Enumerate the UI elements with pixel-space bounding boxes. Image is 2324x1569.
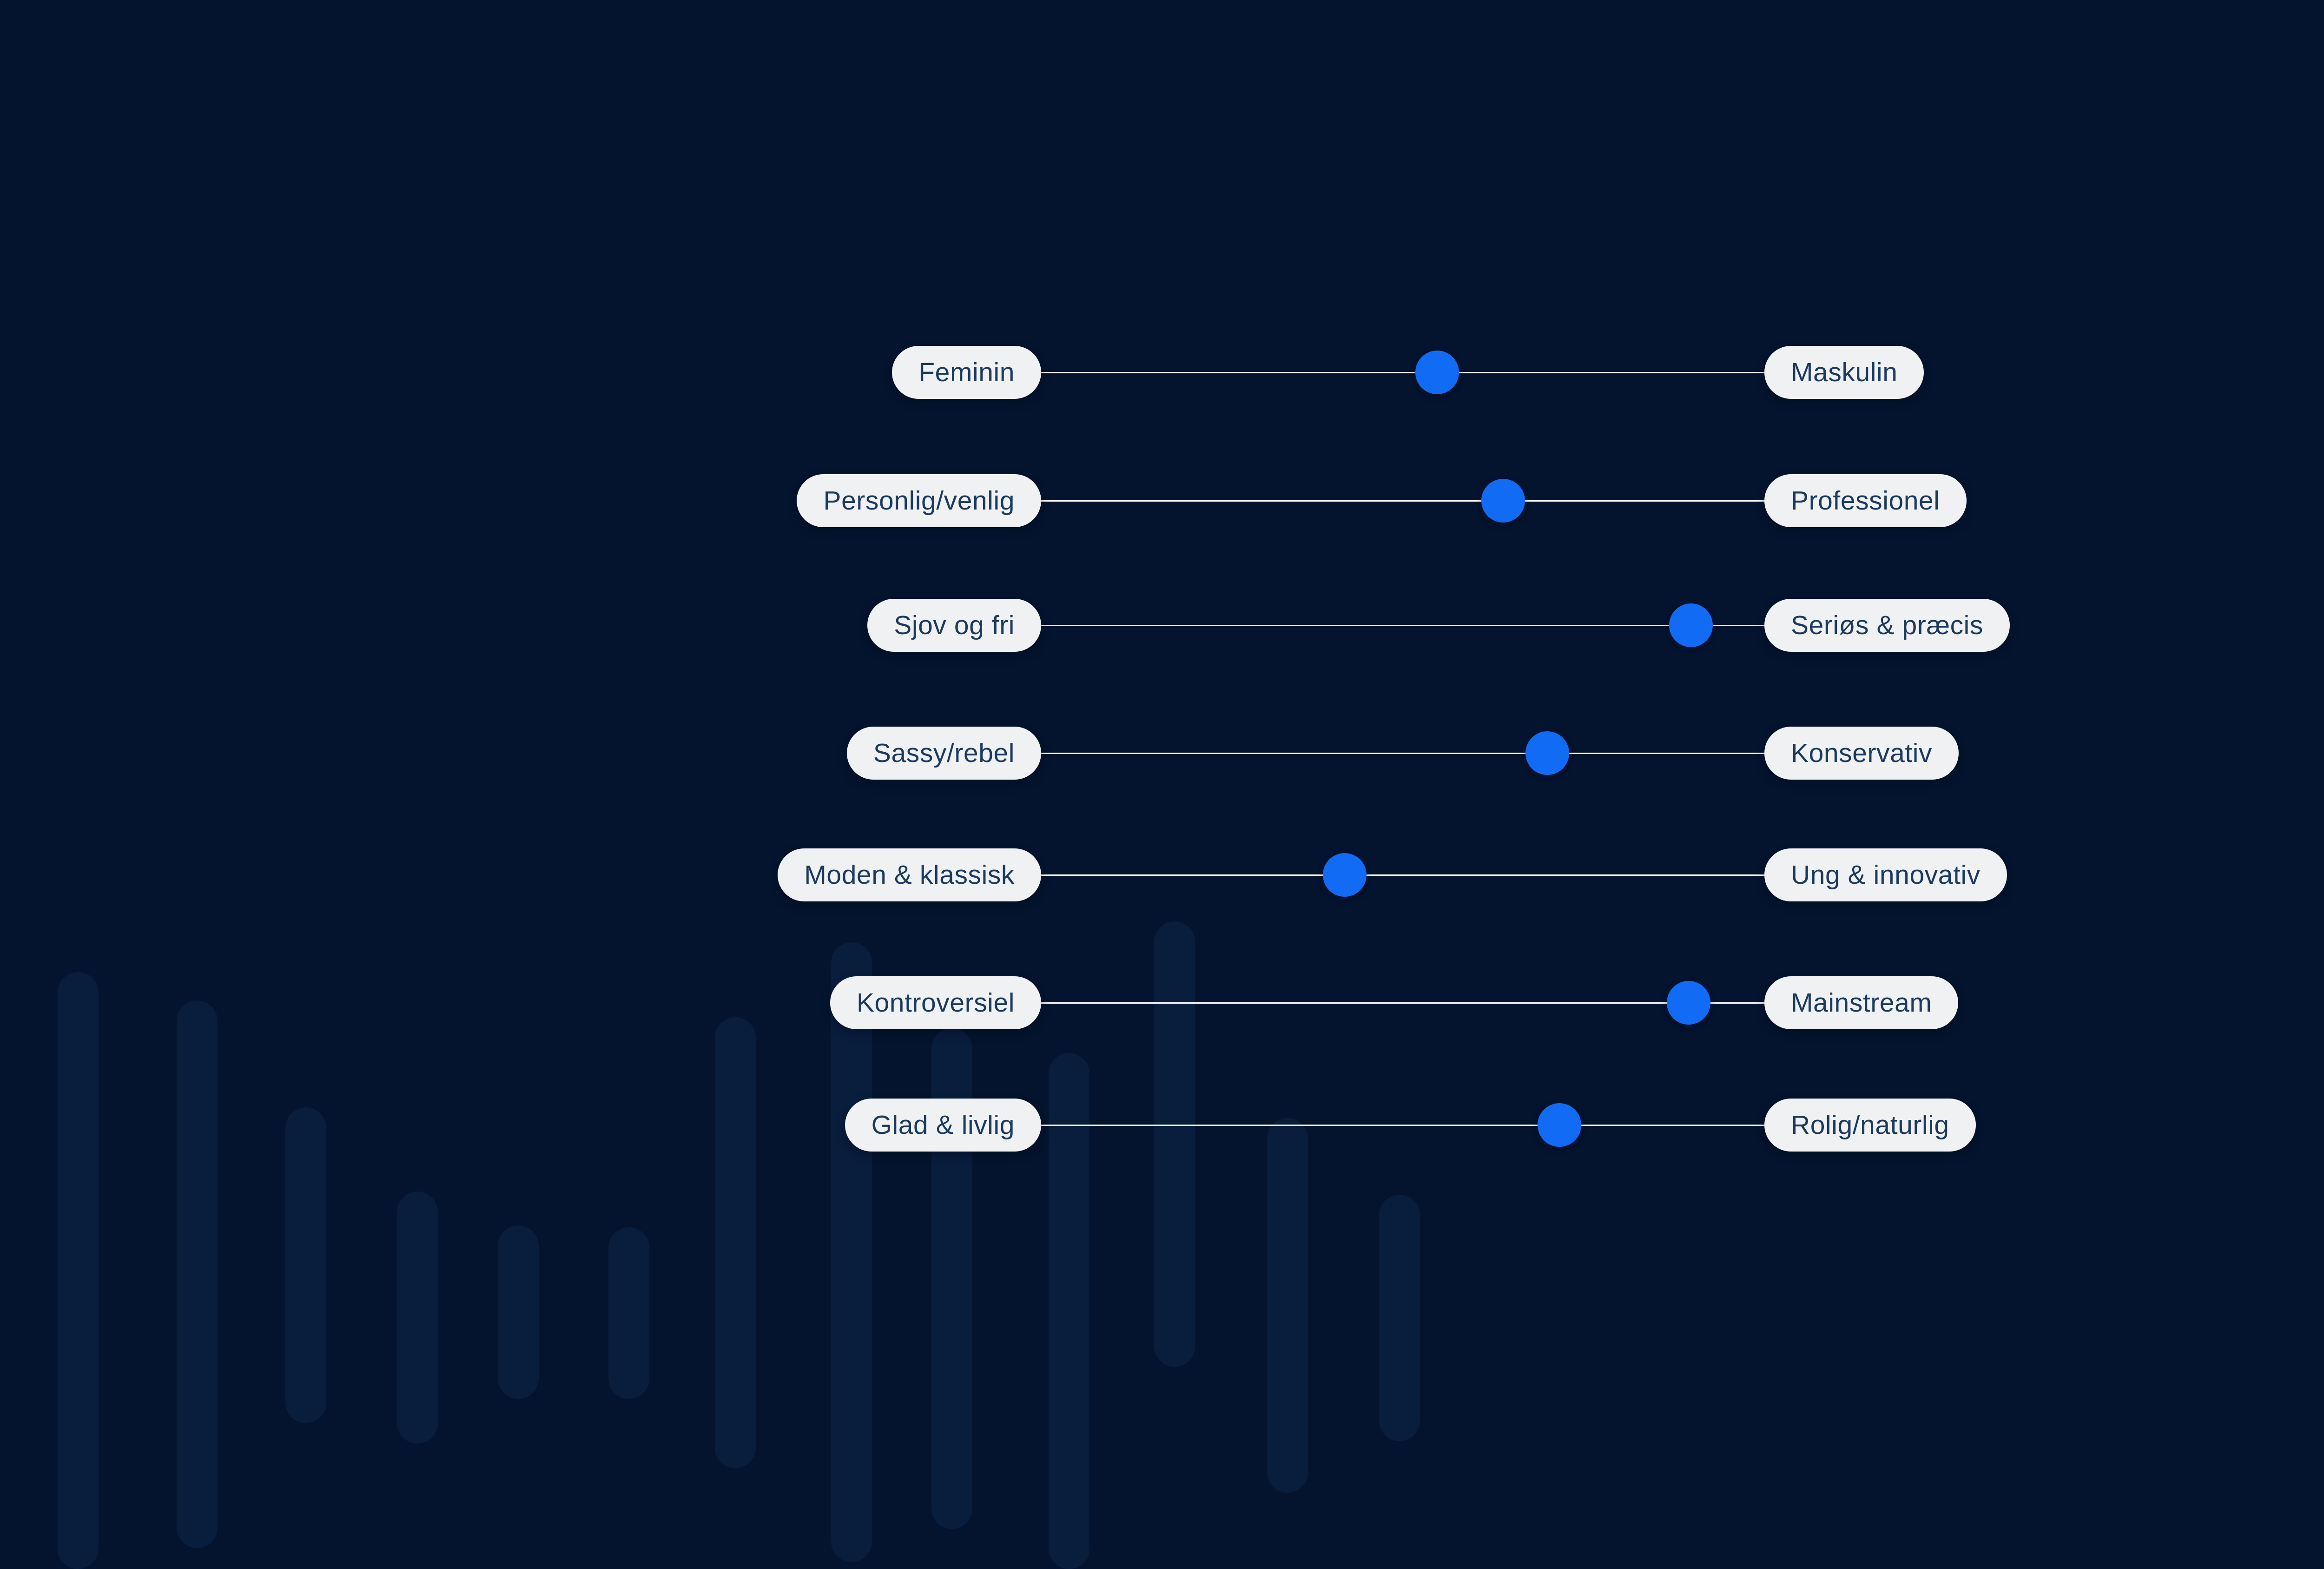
slider-left-label: Sassy/rebel	[846, 727, 1041, 780]
slider-right-label: Seriøs & præcis	[1764, 599, 2010, 652]
slider-track[interactable]	[1041, 500, 1764, 502]
slider-left-label: Moden & klassisk	[778, 848, 1041, 901]
slider-right-label: Rolig/naturlig	[1764, 1099, 1976, 1152]
watermark-bar	[1379, 1195, 1420, 1441]
slider-left-label: Feminin	[892, 346, 1041, 399]
slider-right-label: Ung & innovativ	[1764, 848, 2007, 901]
slider-handle[interactable]	[1667, 981, 1710, 1025]
watermark-bar	[1267, 1118, 1308, 1493]
slider-handle[interactable]	[1481, 479, 1525, 523]
slider-right-label: Maskulin	[1764, 346, 1924, 399]
slider-handle[interactable]	[1415, 351, 1459, 394]
watermark-bar	[608, 1227, 649, 1399]
slider-track[interactable]	[1041, 1002, 1764, 1004]
watermark-bar	[1154, 921, 1195, 1367]
watermark-bar	[831, 942, 872, 1562]
slider-track[interactable]	[1041, 874, 1764, 876]
slider-handle[interactable]	[1669, 603, 1713, 647]
watermark-bar	[1049, 1053, 1089, 1569]
slider-left-label: Personlig/venlig	[797, 474, 1041, 527]
slider-handle[interactable]	[1538, 1103, 1581, 1147]
watermark-bar	[58, 972, 99, 1569]
slider-track[interactable]	[1041, 1124, 1764, 1126]
watermark-bar	[397, 1192, 438, 1443]
slider-track[interactable]	[1041, 624, 1764, 626]
slider-left-label: Sjov og fri	[867, 599, 1041, 652]
slider-left-label: Kontroversiel	[830, 976, 1041, 1029]
slider-right-label: Konservativ	[1764, 727, 1959, 780]
slider-handle[interactable]	[1525, 731, 1569, 775]
watermark-bar	[177, 1000, 218, 1548]
slider-handle[interactable]	[1323, 853, 1367, 897]
slider-left-label: Glad & livlig	[845, 1099, 1041, 1152]
slider-track[interactable]	[1041, 371, 1764, 373]
slider-right-label: Professionel	[1764, 474, 1967, 527]
slider-right-label: Mainstream	[1764, 976, 1959, 1029]
watermark-bar	[715, 1017, 756, 1468]
watermark-bar	[285, 1107, 326, 1423]
watermark-bar	[498, 1225, 539, 1399]
slider-track[interactable]	[1041, 752, 1764, 754]
